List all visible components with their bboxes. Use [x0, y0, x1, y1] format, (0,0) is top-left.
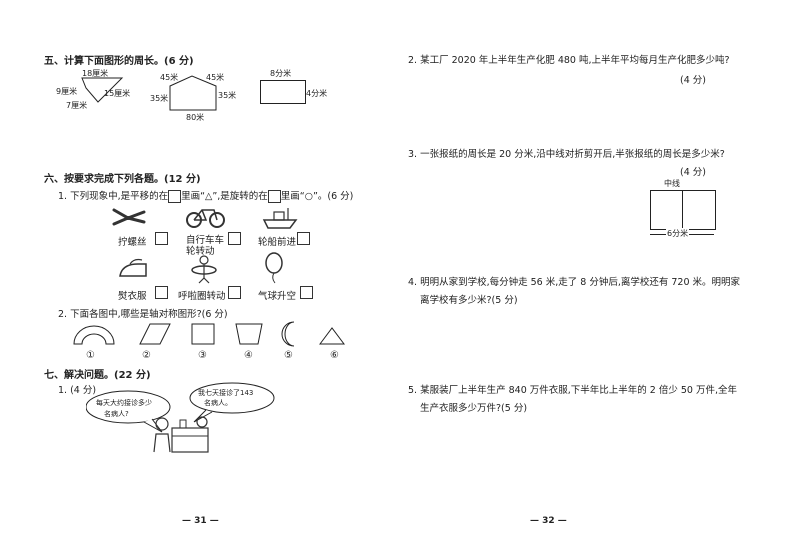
fig2-top-right-label: 45米: [206, 73, 225, 82]
balloon-icon: [265, 252, 283, 284]
speech-bubble-left: [86, 390, 171, 424]
right-q4-line2: 离学校有多少米?(5 分): [420, 295, 518, 306]
q1-text-part2: 里画“△”,是旋转的在: [181, 191, 268, 202]
triangle-shape-icon: [319, 327, 345, 345]
bubble-right-line1: 我七天接诊了143: [198, 389, 254, 397]
shape-number-4: ④: [244, 350, 253, 361]
square-shape-icon: [191, 323, 215, 345]
answer-box-bicycle[interactable]: [228, 232, 241, 245]
section7-title: 七、解决问题。(22 分): [44, 370, 151, 381]
arch-shape-icon: [73, 325, 115, 345]
right-q4-line1: 4. 明明从家到学校,每分钟走 56 米,走了 8 分钟后,离学校还有 720 …: [408, 277, 741, 288]
right-q5-line2: 生产衣服多少万件?(5 分): [420, 403, 528, 414]
item-hula-hoop: 呼啦圈转动: [178, 291, 226, 302]
section7-q1: 1. (4 分): [58, 385, 97, 396]
q1-text-part3: 里画“○”。(6 分): [280, 191, 354, 202]
fig1-bottom-label: 7厘米: [66, 101, 88, 110]
hula-hoop-icon: [191, 255, 217, 284]
right-q3: 3. 一张报纸的周长是 20 分米,沿中线对折剪开后,半张报纸的周长是多少米?: [408, 149, 725, 160]
answer-box-iron[interactable]: [155, 286, 168, 299]
fig1-top-label: 18厘米: [82, 69, 109, 78]
answer-box-hula-hoop[interactable]: [228, 286, 241, 299]
bubble-left-line1: 每天大约接诊多少: [96, 399, 152, 407]
shape-number-1: ①: [86, 350, 95, 361]
item-bicycle-line1: 自行车车: [186, 235, 225, 246]
item-iron: 熨衣服: [118, 291, 147, 302]
fig3-top-label: 8分米: [270, 69, 292, 78]
shapes-row: [73, 321, 345, 347]
figure-pentagon: [169, 75, 217, 111]
width-label: 6分米: [666, 228, 690, 239]
speech-bubble-right: [189, 382, 275, 414]
shape-number-2: ②: [142, 350, 151, 361]
fig1-left-label: 9厘米: [56, 87, 78, 96]
doctor-desk-illustration: [153, 416, 209, 453]
crescent-shape-icon: [281, 321, 295, 347]
speech-bubbles: [86, 382, 275, 433]
answer-box-sample: [168, 190, 182, 203]
fig2-bottom-label: 80米: [186, 113, 205, 122]
fig2-left-label: 35米: [150, 94, 169, 103]
pliers-icon: [112, 208, 146, 226]
page-number-right: — 32 —: [530, 516, 567, 526]
answer-box-ship[interactable]: [297, 232, 310, 245]
section6-title: 六、按要求完成下列各题。(12 分): [44, 174, 201, 185]
answer-box-balloon[interactable]: [300, 286, 313, 299]
fig3-right-label: 4分米: [306, 89, 328, 98]
parallelogram-shape-icon: [139, 323, 171, 345]
trapezoid-shape-icon: [235, 323, 263, 345]
iron-icon: [119, 258, 147, 277]
shape-number-5: ⑤: [284, 350, 293, 361]
item-balloon: 气球升空: [258, 291, 297, 302]
newspaper-rectangle: [650, 190, 716, 230]
fig2-right-label: 35米: [218, 91, 237, 100]
figure-rectangle: [260, 80, 306, 104]
fig2-top-left-label: 45米: [160, 73, 179, 82]
item-screw: 拧螺丝: [118, 237, 147, 248]
section6-q1: 1. 下列现象中,是平移的在 里画“△”,是旋转的在 里画“○”。(6 分): [58, 188, 353, 203]
fig1-right-label: 15厘米: [104, 89, 131, 98]
bubble-left-line2: 名病人?: [104, 410, 129, 418]
page-number-left: — 31 —: [182, 516, 219, 526]
answer-box-screw[interactable]: [155, 232, 168, 245]
right-q2: 2. 某工厂 2020 年上半年生产化肥 480 吨,上半年平均每月生产化肥多少…: [408, 55, 730, 66]
newspaper-midline: [682, 190, 683, 228]
bicycle-icon: [186, 209, 225, 228]
section5-title: 五、计算下面图形的周长。(6 分): [44, 56, 194, 67]
newspaper-midline-label: 中线: [664, 179, 680, 188]
item-ship: 轮船前进: [258, 237, 297, 248]
right-q2-score: (4 分): [680, 75, 706, 86]
answer-box-sample: [267, 190, 281, 203]
item-bicycle-line2: 轮转动: [186, 246, 215, 257]
right-q3-score: (4 分): [680, 167, 706, 178]
figure-quadrilateral: [81, 77, 124, 103]
section6-q2: 2. 下面各图中,哪些是轴对称图形?(6 分): [58, 309, 228, 320]
ship-icon: [262, 208, 298, 229]
bubble-right-line2: 名病人。: [204, 399, 232, 407]
right-q5-line1: 5. 某服装厂上半年生产 840 万件衣服,下半年比上半年的 2 倍少 50 万…: [408, 385, 738, 396]
shape-number-3: ③: [198, 350, 207, 361]
q1-text-part1: 1. 下列现象中,是平移的在: [58, 191, 169, 202]
shape-number-6: ⑥: [330, 350, 339, 361]
